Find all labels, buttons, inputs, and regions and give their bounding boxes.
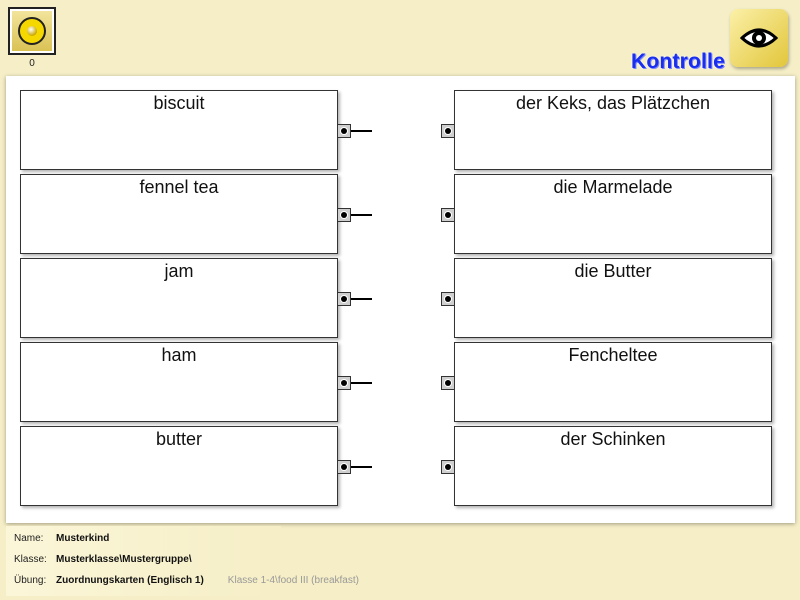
score-count: 0 (29, 58, 35, 69)
right-card[interactable]: der Schinken (454, 426, 772, 506)
right-connector-handle[interactable] (441, 124, 455, 138)
right-connector-handle[interactable] (441, 292, 455, 306)
card-label: Fencheltee (568, 345, 658, 365)
exercise-value: Zuordnungskarten (Englisch 1) (56, 575, 204, 586)
card-label: fennel tea (139, 177, 219, 197)
left-connector-handle[interactable] (337, 376, 351, 390)
right-connector-handle[interactable] (441, 208, 455, 222)
class-value: Musterklasse\Mustergruppe\ (56, 554, 192, 565)
right-card[interactable]: die Butter (454, 258, 772, 338)
connector-line (351, 298, 372, 300)
card-label: biscuit (153, 93, 205, 113)
card-label: die Butter (574, 261, 652, 281)
score-button[interactable] (8, 7, 56, 55)
right-connector-handle[interactable] (441, 460, 455, 474)
info-footer: Name: Musterkind Klasse: Musterklasse\Must… (6, 526, 359, 596)
connector-line (351, 382, 372, 384)
name-label: Name: (14, 533, 44, 544)
left-card[interactable]: jam (20, 258, 338, 338)
name-value: Musterkind (56, 533, 110, 544)
left-connector-handle[interactable] (337, 460, 351, 474)
connector-line (351, 130, 372, 132)
card-label: die Marmelade (553, 177, 673, 197)
left-connector-handle[interactable] (337, 124, 351, 138)
connector-line (351, 466, 372, 468)
exercise-path: Klasse 1-4\food III (breakfast) (227, 575, 359, 586)
right-card[interactable]: der Keks, das Plätzchen (454, 90, 772, 170)
card-label: der Schinken (560, 429, 666, 449)
card-label: der Keks, das Plätzchen (515, 93, 711, 113)
exercise-label: Übung: (14, 575, 47, 586)
check-label[interactable]: Kontrolle (631, 50, 725, 73)
left-card[interactable]: butter (20, 426, 338, 506)
connector-line (351, 214, 372, 216)
class-label: Klasse: (14, 554, 47, 565)
card-label: jam (164, 261, 194, 281)
left-card[interactable]: ham (20, 342, 338, 422)
left-card[interactable]: fennel tea (20, 174, 338, 254)
card-label: butter (155, 429, 203, 449)
card-label: ham (161, 345, 197, 365)
left-connector-handle[interactable] (337, 208, 351, 222)
check-button[interactable] (730, 9, 788, 67)
eye-icon (740, 28, 778, 48)
right-card[interactable]: die Marmelade (454, 174, 772, 254)
left-card[interactable]: biscuit (20, 90, 338, 170)
left-connector-handle[interactable] (337, 292, 351, 306)
coin-icon (18, 17, 46, 45)
right-card[interactable]: Fencheltee (454, 342, 772, 422)
right-connector-handle[interactable] (441, 376, 455, 390)
